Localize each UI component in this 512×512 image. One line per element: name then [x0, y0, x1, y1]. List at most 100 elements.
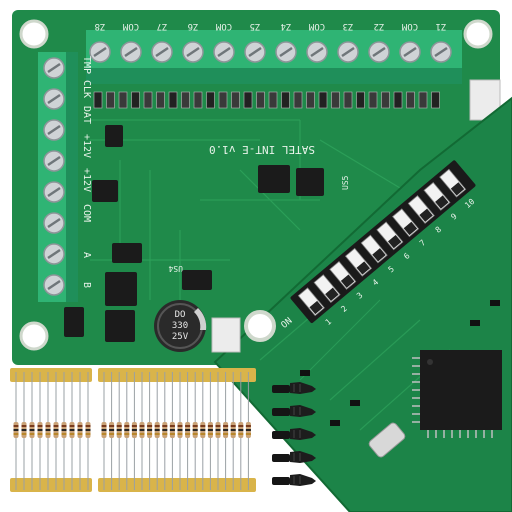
axial-resistor	[139, 372, 145, 490]
board-label: SATEL INT-E v1.0	[209, 143, 315, 156]
plastic-standoff	[272, 405, 316, 417]
tape-strip	[98, 368, 256, 382]
mount-hole	[463, 19, 493, 49]
left-terminal-label: A	[81, 252, 92, 258]
axial-resistor	[13, 372, 19, 490]
terminal-screw	[43, 119, 65, 141]
axial-resistor	[101, 372, 107, 490]
axial-resistor	[45, 372, 51, 490]
smd-resistor	[181, 91, 190, 109]
smd-resistor	[93, 91, 103, 109]
terminal-screw	[399, 41, 421, 63]
dip-switch-number: 7	[418, 238, 428, 248]
axial-resistor	[61, 372, 67, 490]
resistor-tape-group-right	[98, 368, 256, 492]
crystal	[368, 422, 406, 458]
ic-chip	[296, 168, 324, 196]
smd-resistor	[268, 91, 278, 109]
axial-resistor	[207, 372, 213, 490]
top-terminal-label: COM	[401, 21, 418, 31]
axial-resistor	[124, 372, 130, 490]
smd-resistor	[193, 91, 203, 109]
mount-hole	[19, 19, 49, 49]
smd-resistor	[318, 91, 328, 109]
left-terminal-block	[38, 52, 78, 302]
terminal-screw	[182, 41, 204, 63]
axial-resistor	[109, 372, 115, 490]
smd-resistor	[418, 91, 428, 109]
axial-resistor	[53, 372, 59, 490]
axial-resistor	[154, 372, 160, 490]
axial-resistor	[21, 372, 27, 490]
top-terminal-label: Z5	[250, 21, 261, 31]
terminal-screw	[151, 41, 173, 63]
axial-resistor	[85, 372, 91, 490]
smd-resistor	[156, 91, 165, 109]
tape-strip	[98, 478, 256, 492]
ic-chip	[105, 272, 137, 306]
ic-chip	[182, 270, 212, 290]
terminal-screw	[43, 212, 65, 234]
mount-hole	[19, 321, 49, 351]
smd-resistor	[131, 91, 140, 109]
smd-resistor	[381, 91, 390, 109]
axial-resistor	[77, 372, 83, 490]
plastic-standoff	[272, 382, 316, 394]
dip-switch-number: 8	[434, 225, 444, 235]
ic-chip	[105, 125, 123, 147]
smd-resistor	[306, 91, 315, 109]
capacitor-line-2: 330	[172, 321, 188, 331]
left-terminal-label: +12V	[81, 168, 92, 192]
axial-resistor	[192, 372, 198, 490]
smd-resistor	[393, 91, 403, 109]
ic-chips	[64, 125, 324, 342]
top-terminal-label: Z8	[95, 21, 106, 31]
top-terminal-label: Z2	[374, 21, 385, 31]
chip-label-us5: US5	[341, 175, 350, 190]
smd-resistor	[343, 91, 353, 109]
terminal-screw	[306, 41, 328, 63]
terminal-screw	[244, 41, 266, 63]
axial-resistor	[238, 372, 244, 490]
resistor-tape-group-left	[10, 368, 92, 492]
terminal-screw	[213, 41, 235, 63]
left-terminal-label: CLK	[81, 80, 92, 98]
axial-resistor	[116, 372, 122, 490]
ic-chip	[258, 165, 290, 193]
top-terminal-label: COM	[122, 21, 139, 31]
smd-resistor	[331, 91, 340, 109]
mount-hole	[244, 310, 276, 342]
axial-resistor	[230, 372, 236, 490]
smd-resistor	[231, 91, 240, 109]
terminal-screw	[43, 243, 65, 265]
terminal-screw	[120, 41, 142, 63]
top-terminal-label: COM	[215, 21, 232, 31]
axial-resistor	[245, 372, 251, 490]
left-terminal-label: B	[81, 282, 92, 288]
electrolytic-capacitor: DO 330 25V	[154, 300, 207, 352]
dip-switch-number: 6	[402, 251, 412, 261]
terminal-screw	[43, 88, 65, 110]
terminal-screw	[368, 41, 390, 63]
smd-resistor	[218, 91, 228, 109]
dip-switch-number: 5	[386, 264, 396, 274]
terminal-screw	[337, 41, 359, 63]
smd-component-row	[93, 91, 440, 109]
axial-resistor	[215, 372, 221, 490]
terminal-screw	[43, 150, 65, 172]
axial-resistor	[69, 372, 75, 490]
ic-chip	[112, 243, 142, 263]
top-terminal-block	[86, 30, 462, 84]
ic-chip	[92, 180, 118, 202]
ic-chip	[64, 307, 84, 337]
terminal-screw	[89, 41, 111, 63]
terminal-screw	[43, 181, 65, 203]
capacitor-line-1: DO	[175, 310, 186, 320]
axial-resistor	[223, 372, 229, 490]
pcb-traces	[90, 119, 421, 320]
axial-resistor	[29, 372, 35, 490]
smd-resistor	[243, 91, 253, 109]
